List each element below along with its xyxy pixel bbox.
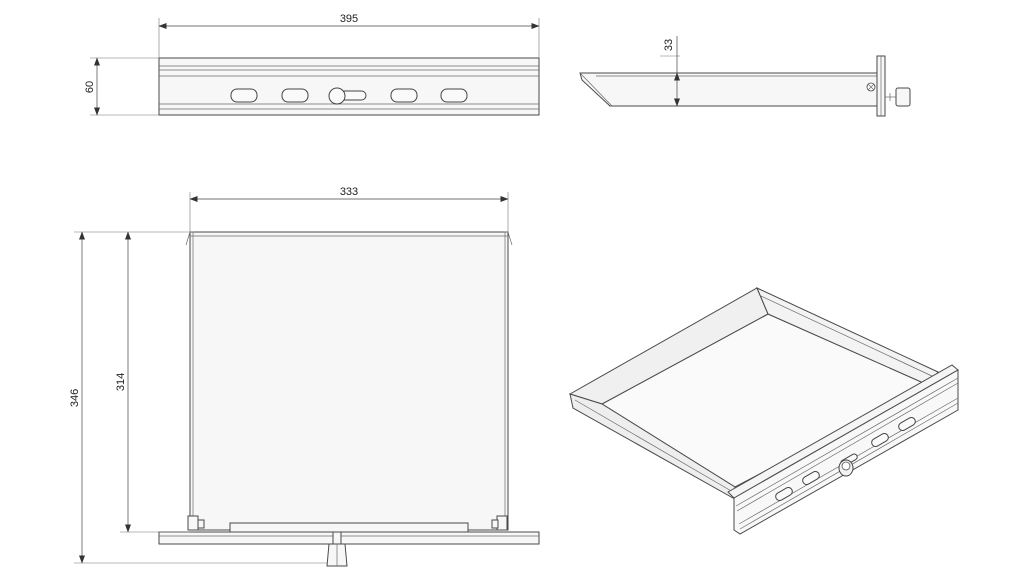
front-width-label: 395 bbox=[340, 13, 358, 25]
top-inner-depth-label: 314 bbox=[115, 373, 127, 391]
front-slot-1 bbox=[230, 88, 258, 103]
top-front-rail bbox=[229, 522, 469, 533]
side-height-label: 33 bbox=[663, 39, 675, 51]
iso-slot-2 bbox=[802, 471, 820, 485]
front-slot-4 bbox=[440, 88, 468, 103]
top-view: 333 346 314 bbox=[69, 186, 540, 567]
iso-slot-3 bbox=[871, 433, 889, 447]
top-width-label: 333 bbox=[340, 186, 358, 198]
front-height-label: 60 bbox=[84, 81, 96, 93]
top-front-plate bbox=[158, 531, 540, 545]
front-view: 395 60 bbox=[84, 13, 540, 116]
iso-slot-1 bbox=[775, 487, 793, 501]
side-view: 33 bbox=[579, 36, 911, 117]
isometric-view bbox=[568, 287, 959, 535]
side-knob bbox=[895, 87, 911, 107]
top-total-depth-label: 346 bbox=[69, 389, 81, 407]
front-lock-knob bbox=[328, 87, 346, 105]
iso-slot-4 bbox=[898, 417, 916, 431]
front-slot-2 bbox=[281, 88, 309, 103]
iso-tray-floor bbox=[601, 313, 930, 488]
top-bolt-left bbox=[187, 515, 199, 531]
front-slot-3 bbox=[390, 88, 418, 103]
